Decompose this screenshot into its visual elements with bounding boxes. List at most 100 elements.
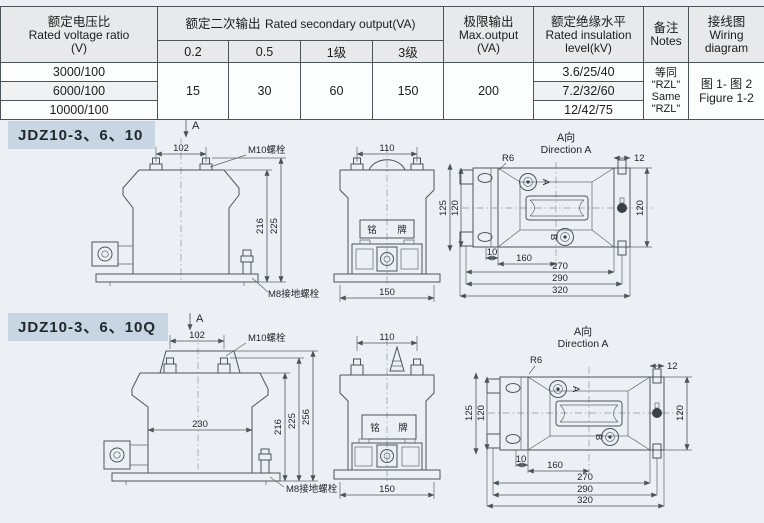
dim-230: 230 [192, 419, 208, 430]
wiring-line: Figure 1-2 [699, 91, 754, 105]
terminal-a: A [519, 173, 551, 191]
section-title-jdz10q: JDZ10-3、6、10Q [8, 313, 169, 341]
dira-title-zh: A向 [557, 130, 575, 144]
spec-table: 额定电压比 Rated voltage ratio (V) 额定二次输出 Rat… [0, 6, 764, 120]
side-base [333, 469, 441, 480]
header-max-zh: 极限输出 [463, 14, 514, 29]
dira-title-zh: A向 [574, 324, 592, 338]
front-view: A 102 M10螺栓 230 M [103, 313, 338, 495]
header-insulation-en: Rated insulation [545, 27, 632, 42]
nameplate-char2: 牌 [397, 224, 407, 236]
header-notes-zh: 备注 [653, 21, 679, 35]
base-plate [111, 472, 281, 482]
terminal-a-label: A [570, 386, 581, 393]
direction-a-view: A向 Direction A R6 A [464, 324, 692, 509]
dira-title-en: Direction A [558, 338, 609, 350]
dim-120-right: 120 [675, 405, 686, 421]
header-secondary-en: Rated secondary output(VA) [264, 16, 416, 31]
cell-ratio-6000: 6000/100 [0, 81, 158, 101]
dim-120-left: 120 [476, 405, 487, 421]
dim-110: 110 [379, 143, 394, 154]
nameplate-char1: 铭 [370, 422, 380, 434]
header-notes: 备注 Notes [643, 6, 689, 63]
dim-120-right: 120 [635, 200, 646, 216]
header-secondary-zh: 额定二次输出 [185, 16, 261, 31]
cell-notes: 等同 "RZL" Same "RZL" [643, 62, 689, 120]
ground-bolt [240, 249, 254, 275]
dim-320: 320 [577, 495, 593, 506]
top-cap [159, 350, 241, 374]
terminal-b-label: B [593, 434, 604, 440]
direction-a-view: A向 Direction A R6 A [438, 130, 652, 299]
header-insulation: 额定绝缘水平 Rated insulation level(kV) [533, 6, 644, 63]
right-strip [613, 159, 631, 256]
header-class-3: 3级 [372, 40, 444, 63]
view-direction-label: A [196, 313, 204, 325]
header-insulation-zh: 额定绝缘水平 [550, 14, 626, 29]
side-bolts [350, 358, 424, 376]
cell-output-02: 15 [157, 62, 229, 120]
drawing-jdz10: A 102 M10螺栓 M8接地螺栓 [91, 120, 652, 302]
header-class-02: 0.2 [157, 40, 229, 63]
secondary-terminal-box [91, 241, 133, 267]
header-class-05: 0.5 [228, 40, 301, 63]
terminal-b: B [548, 228, 574, 246]
header-voltage-en: Rated voltage ratio [28, 27, 130, 42]
dim-270: 270 [577, 472, 593, 483]
header-wiring: 接线图 Wiring diagram [688, 6, 764, 63]
radius-label: R6 [530, 355, 542, 366]
table-row: 10000/100 12/42/75 [0, 100, 764, 120]
dim-120-left: 120 [450, 200, 461, 216]
radius-label: R6 [502, 153, 514, 164]
dim-125-left: 125 [438, 200, 449, 216]
cell-insulation-36: 3.6/25/40 [533, 62, 644, 82]
section-title-jdz10: JDZ10-3、6、10 [8, 121, 156, 149]
table-row: 3000/100 15 30 60 150 200 3.6/25/40 等同 "… [0, 62, 764, 120]
nameplate-char2: 牌 [398, 422, 408, 434]
bolt-label: M10螺栓 [248, 332, 286, 344]
cell-max-output: 200 [443, 62, 534, 120]
cell-output-1: 60 [300, 62, 373, 120]
dim-225: 225 [269, 218, 280, 234]
left-bracket [472, 167, 499, 248]
drawing-jdz10q: A 102 M10螺栓 230 M [103, 313, 692, 509]
cell-ratio-10000: 10000/100 [0, 100, 158, 120]
ground-bolt-label: M8接地螺栓 [268, 288, 320, 300]
secondary-terminal-box [103, 440, 148, 470]
dim-270: 270 [552, 261, 568, 272]
dim-125-left: 125 [464, 405, 475, 421]
terminal-b-label: B [548, 234, 559, 240]
dim-256: 256 [301, 409, 312, 425]
side-base [333, 273, 441, 283]
header-notes-en: Notes [650, 34, 682, 48]
side-body [339, 169, 435, 274]
dome [368, 159, 406, 171]
dim-10: 10 [487, 247, 498, 258]
dim-320: 320 [552, 285, 568, 296]
nameplate [361, 414, 417, 440]
front-view: A 102 M10螺栓 M8接地螺栓 [91, 120, 320, 300]
body-outline [122, 169, 240, 274]
header-max-unit: (VA) [476, 40, 501, 55]
side-body [339, 374, 435, 470]
nameplate [359, 219, 415, 239]
header-voltage-zh: 额定电压比 [47, 14, 111, 29]
dim-150: 150 [379, 287, 395, 298]
mounting-tabs [486, 378, 501, 449]
header-insulation-unit: level(kV) [565, 40, 612, 55]
dim-290: 290 [552, 273, 568, 284]
left-bracket [499, 376, 529, 451]
header-voltage-unit: (V) [71, 40, 87, 55]
dim-150: 150 [379, 484, 395, 495]
terminal-block [351, 239, 423, 275]
header-class-1: 1级 [300, 40, 373, 63]
dim-102: 102 [189, 330, 205, 341]
terminal-a: A [549, 380, 581, 398]
side-bolts [350, 157, 424, 171]
cell-insulation-72: 7.2/32/60 [533, 81, 644, 101]
cell-output-05: 30 [228, 62, 301, 120]
primary-bolts [163, 357, 231, 374]
cell-wiring: 图 1- 图 2 Figure 1-2 [688, 62, 764, 120]
base-plate [95, 273, 259, 283]
dim-110: 110 [379, 332, 394, 343]
